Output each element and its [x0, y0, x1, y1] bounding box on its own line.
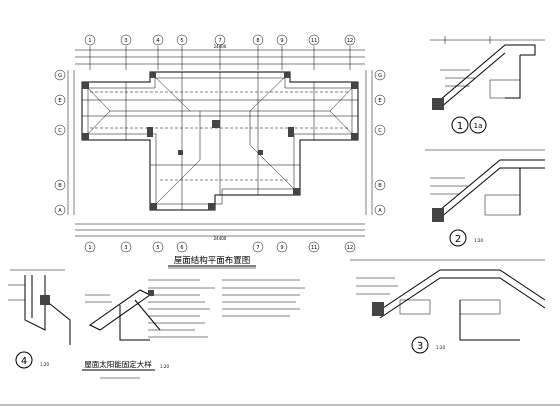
axis-label-top: 1 [88, 38, 91, 44]
top-dim-total: 24400 [214, 44, 227, 49]
axis-label-top: 4 [156, 38, 159, 44]
axis-label-right: C [378, 128, 382, 134]
columns [82, 72, 358, 210]
axis-label-left: C [58, 128, 62, 134]
axis-label-bottom: 12 [347, 245, 353, 251]
axis-label-top: 9 [280, 38, 283, 44]
detail-3: 3 1:20 [350, 259, 546, 354]
axis-label-bottom: 5 [156, 245, 159, 251]
axis-label-left: B [58, 183, 62, 189]
axis-label-top: 11 [311, 38, 317, 44]
detail-1: 1 1a [430, 36, 545, 134]
detail-5-solar-mount: 屋面太阳能固定大样 1:20 [82, 289, 169, 379]
axis-label-bottom: 9 [280, 245, 283, 251]
axis-bubbles-bottom [84, 241, 356, 253]
dimension-lines [67, 46, 373, 237]
bottom-dim-total: 24400 [214, 236, 227, 241]
roof-structure-plan: 24400 24400 [54, 34, 386, 269]
axis-label-left: A [58, 208, 62, 214]
axis-label-right: E [378, 98, 381, 104]
axis-label-bottom: 7 [256, 245, 259, 251]
detail-5-title: 屋面太阳能固定大样 [84, 359, 152, 369]
axis-label-top: 8 [256, 38, 259, 44]
axis-bubbles-top [84, 34, 356, 46]
detail-3-scale: 1:20 [436, 345, 445, 350]
detail-4-label: 4 [21, 356, 27, 367]
axis-label-left: E [58, 98, 61, 104]
axis-label-bottom: 6 [180, 245, 183, 251]
general-notes [148, 279, 305, 338]
detail-5-scale: 1:20 [160, 364, 169, 369]
axis-label-bottom: 3 [124, 245, 127, 251]
axis-label-bottom: 11 [311, 245, 317, 251]
detail-2-scale: 1:20 [474, 238, 483, 243]
plan-title: 屋面结构平面布置图 [174, 255, 251, 266]
detail-1a-label: 1a [474, 122, 483, 130]
axis-bubbles-sides [54, 69, 386, 216]
axis-label-top: 12 [347, 38, 353, 44]
detail-2-label: 2 [455, 234, 461, 245]
detail-4-scale: 1:20 [40, 362, 49, 367]
axis-label-bottom: 1 [88, 245, 91, 251]
detail-3-label: 3 [417, 341, 423, 352]
detail-4: 4 1:20 [8, 269, 71, 369]
detail-1-label: 1 [457, 121, 463, 132]
building-outline [81, 71, 359, 211]
axis-label-right: G [378, 73, 382, 79]
axis-label-top: 3 [124, 38, 127, 44]
axis-label-top: 7 [218, 38, 221, 44]
axis-label-left: G [58, 73, 62, 79]
axis-label-right: A [378, 208, 382, 214]
axis-label-top: 5 [180, 38, 183, 44]
detail-2: 2 1:20 [425, 149, 545, 247]
axis-label-right: B [378, 183, 382, 189]
